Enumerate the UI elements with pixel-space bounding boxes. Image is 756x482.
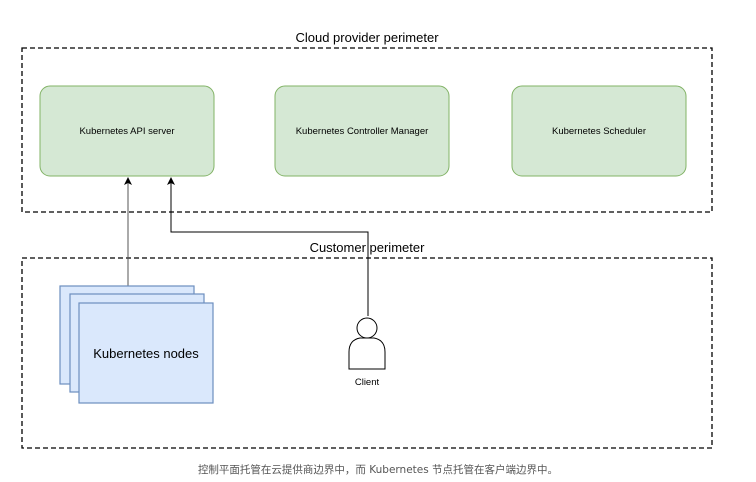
- customer-perimeter-label: Customer perimeter: [310, 240, 426, 255]
- user-icon: Client: [348, 317, 386, 388]
- component-scheduler: Kubernetes Scheduler: [511, 85, 687, 177]
- component-controller-manager: Kubernetes Controller Manager: [274, 85, 450, 177]
- kubernetes-nodes-label: Kubernetes nodes: [93, 346, 199, 361]
- controller-manager-label: Kubernetes Controller Manager: [296, 126, 429, 137]
- cloud-perimeter-label: Cloud provider perimeter: [295, 30, 439, 45]
- scheduler-label: Kubernetes Scheduler: [552, 126, 646, 137]
- api-server-label: Kubernetes API server: [79, 126, 174, 137]
- customer-perimeter: Customer perimeter: [21, 238, 713, 449]
- figure-caption: 控制平面托管在云提供商边界中，而 Kubernetes 节点托管在客户端边界中。: [197, 464, 559, 476]
- client-label: Client: [355, 377, 380, 388]
- cloud-provider-perimeter: Cloud provider perimeter: [21, 30, 713, 213]
- kubernetes-nodes-stack: Kubernetes nodes: [59, 285, 214, 404]
- component-api-server: Kubernetes API server: [39, 85, 215, 177]
- client-to-api-arrow: [167, 177, 369, 316]
